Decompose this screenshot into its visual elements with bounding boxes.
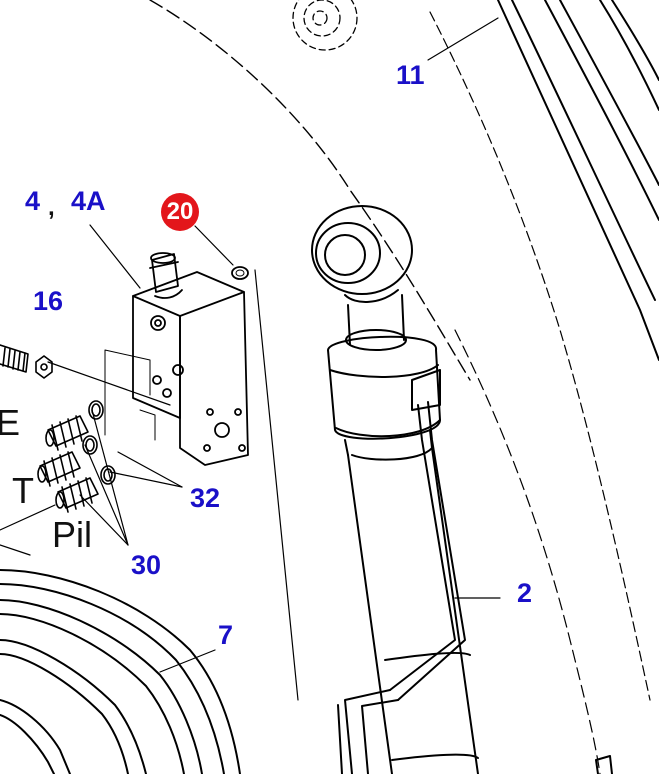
callout-11: 11	[396, 60, 425, 90]
hose-7	[0, 569, 241, 774]
callout-4a: 4A	[71, 186, 106, 216]
bolt	[0, 344, 29, 373]
nut-16	[35, 355, 53, 379]
callout-7: 7	[218, 620, 234, 650]
hose-11	[497, 0, 659, 361]
callout-2: 2	[517, 578, 533, 608]
port-label-e: E	[0, 402, 21, 443]
cylinder-2	[311, 205, 613, 774]
valve-block-4	[132, 252, 249, 466]
callout-20-badge: 20	[161, 193, 199, 231]
port-label-pil: Pil	[52, 514, 93, 555]
orings-32	[82, 400, 116, 485]
fitting-30-c	[55, 477, 99, 513]
port-label-t: T	[12, 470, 34, 511]
housing-outline-dashed-right	[454, 329, 601, 774]
callout-4: 4	[25, 186, 41, 216]
callout-16: 16	[33, 286, 64, 316]
callout-30: 30	[131, 550, 162, 580]
oring-20	[231, 266, 249, 280]
callout-32: 32	[190, 483, 221, 513]
fitting-30-a	[45, 415, 89, 451]
callout-separator: ,	[48, 194, 55, 221]
top-fitting	[292, 0, 358, 51]
leader-lines	[0, 17, 501, 701]
housing-outline-dashed-inner	[429, 11, 651, 701]
housing-outline-dashed	[149, 0, 471, 381]
port-leader-box	[104, 349, 156, 441]
fitting-30-b	[37, 451, 81, 487]
